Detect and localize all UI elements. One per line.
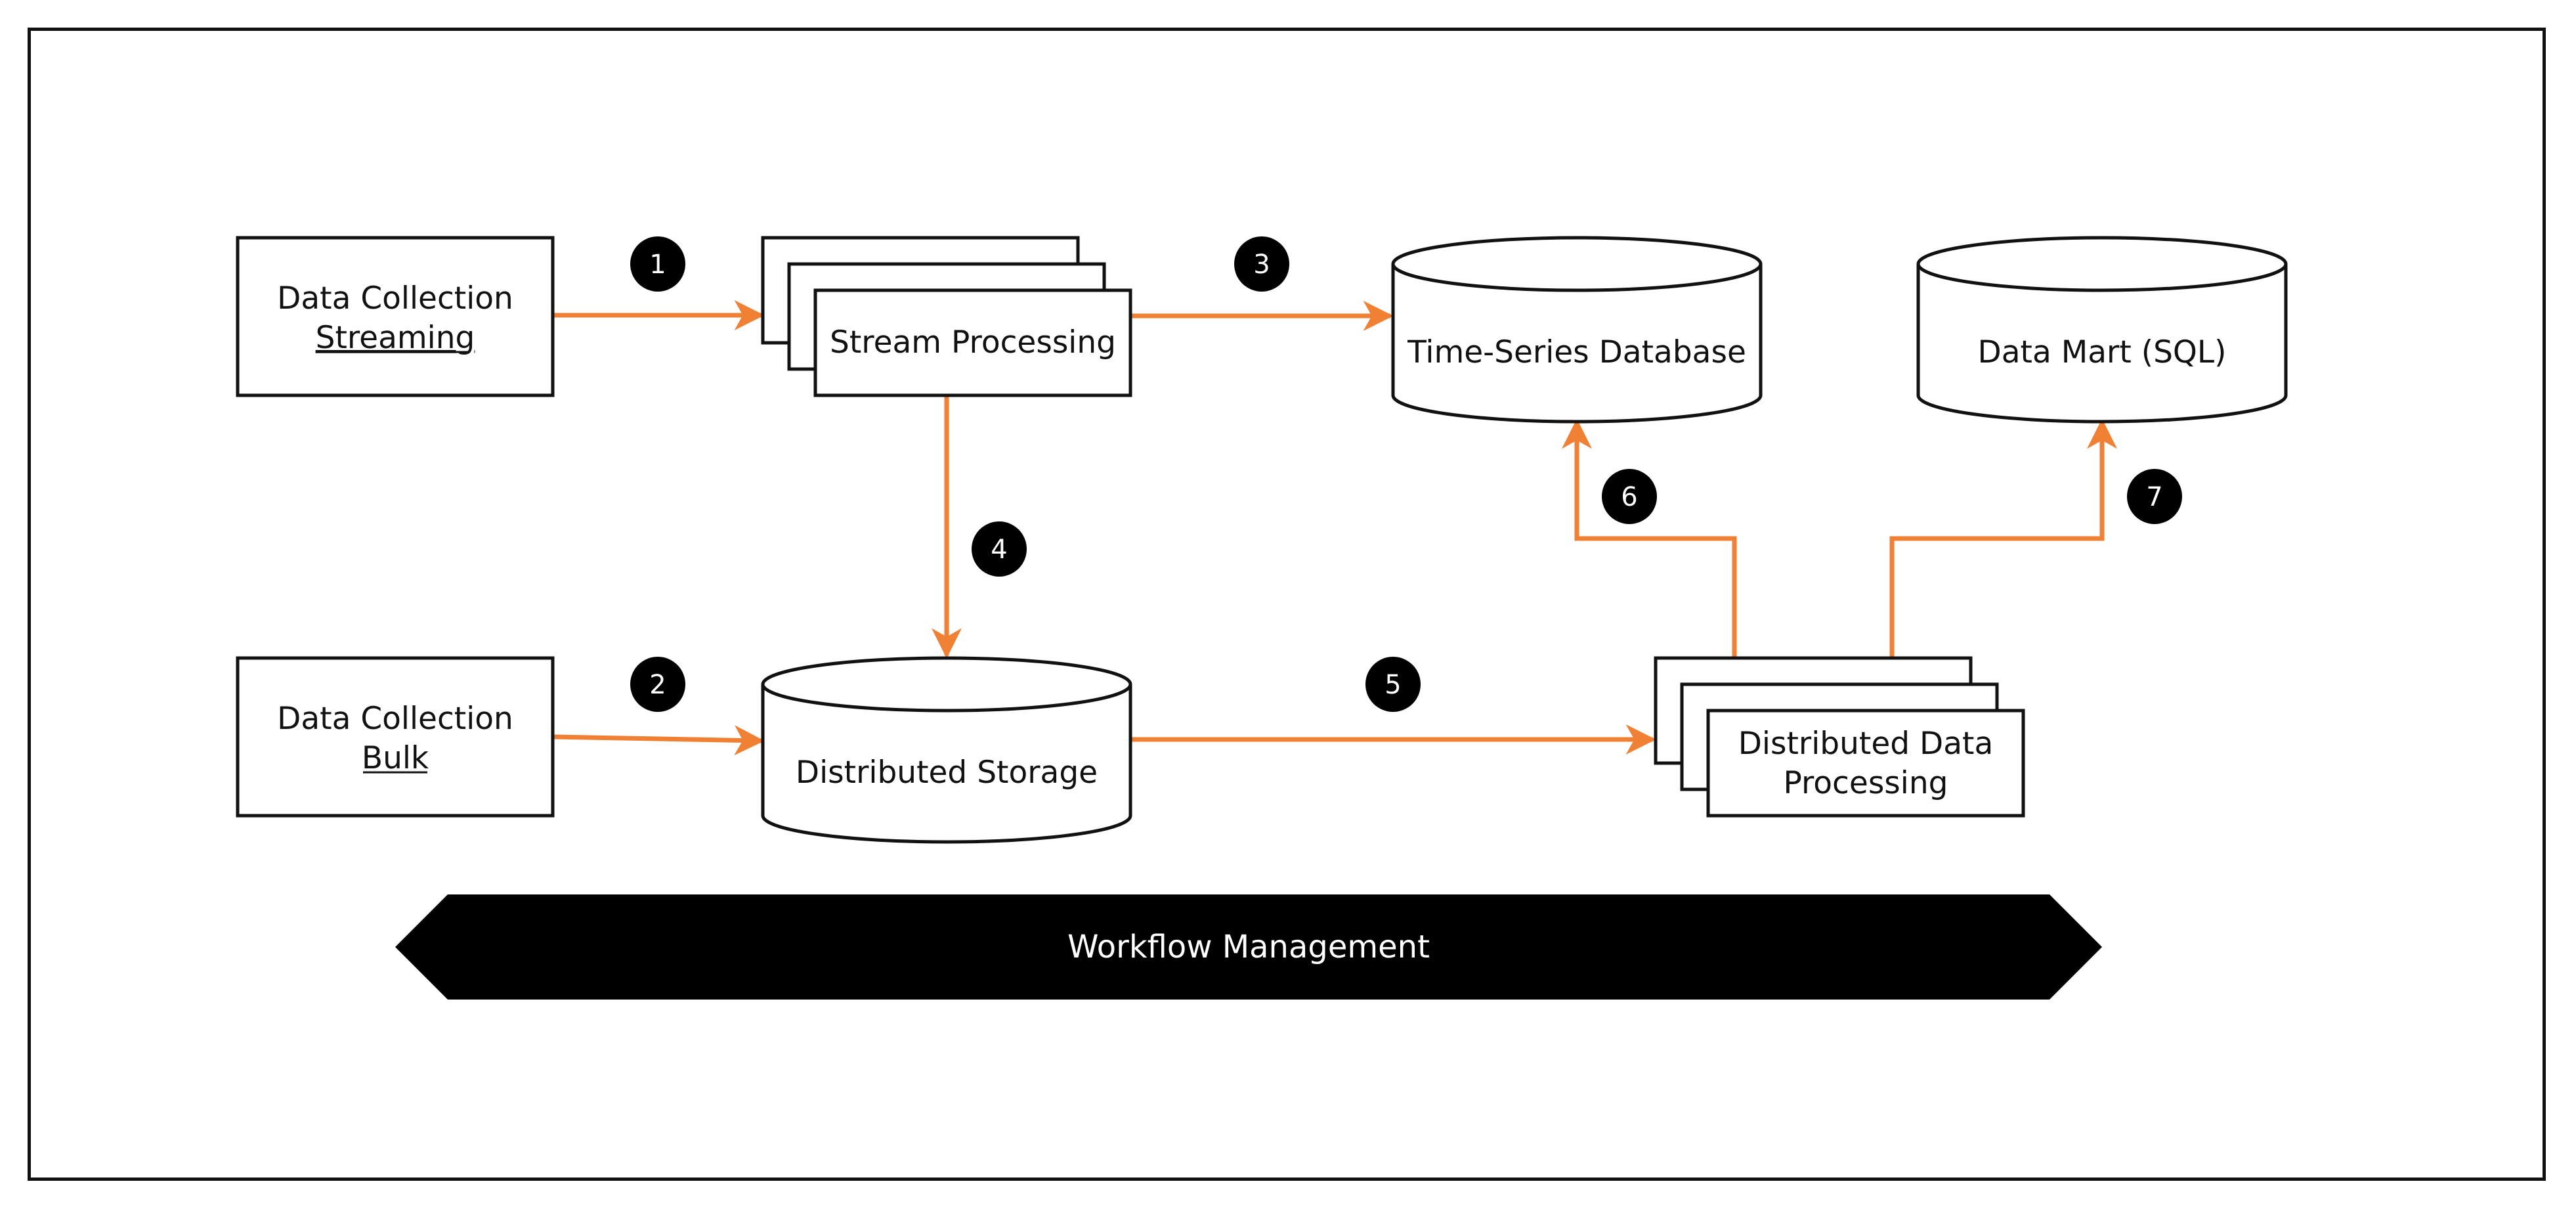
- connectors: [552, 300, 2117, 756]
- node-label-line2: Processing: [1784, 765, 1948, 801]
- step-number: 6: [1621, 482, 1637, 512]
- workflow-management-banner: Workflow Management: [395, 894, 2102, 1000]
- step-badge-4: 4: [972, 521, 1027, 577]
- node-label: Distributed Storage: [796, 755, 1098, 791]
- step-badge-2: 2: [630, 657, 685, 712]
- node-label: Stream Processing: [830, 324, 1116, 361]
- step-number: 1: [649, 250, 666, 280]
- node-label: Distributed Data: [1738, 726, 1994, 762]
- step-badge-3: 3: [1234, 236, 1289, 292]
- arrow-processing-to-timeseries: [1562, 418, 1737, 658]
- node-label: Data Collection: [277, 701, 513, 737]
- step-number: 7: [2146, 482, 2162, 512]
- arrow-processing-to-datamart: [1889, 418, 2117, 658]
- step-number: 2: [649, 670, 666, 700]
- node-label: Data Collection: [277, 280, 513, 317]
- node-data-collection-streaming: Data Collection Streaming: [236, 236, 555, 397]
- stack-layer-front: [813, 288, 1132, 397]
- step-badge-5: 5: [1365, 657, 1421, 712]
- node-sublabel-underlined: Streaming: [316, 320, 475, 356]
- node-sublabel-underlined: Bulk: [362, 740, 429, 776]
- step-number: 3: [1253, 250, 1270, 280]
- node-data-mart: Data Mart (SQL): [1916, 236, 2288, 424]
- diagram-frame: [28, 28, 2546, 1181]
- node-label: Time-Series Database: [1407, 334, 1746, 370]
- step-badge-1: 1: [630, 236, 685, 292]
- node-distributed-data-processing: Distributed Data Processing: [1654, 656, 2025, 818]
- node-timeseries-database: Time-Series Database: [1391, 236, 1763, 424]
- node-data-collection-bulk: Data Collection Bulk: [236, 656, 555, 818]
- step-number: 4: [991, 535, 1007, 565]
- node-stream-processing: Stream Processing: [761, 236, 1132, 397]
- step-badge-6: 6: [1602, 469, 1657, 524]
- stack-layer-front: [1706, 709, 2025, 818]
- arrow-bulk-to-distributed-storage: [552, 725, 765, 756]
- step-badge-7: 7: [2127, 469, 2182, 524]
- node-distributed-storage: Distributed Storage: [761, 656, 1132, 844]
- step-number: 5: [1385, 670, 1401, 700]
- step-badges: 1 2 3 4 5 6 7: [630, 236, 2182, 712]
- node-label: Data Mart (SQL): [1978, 334, 2227, 370]
- banner-label: Workflow Management: [1067, 929, 1430, 965]
